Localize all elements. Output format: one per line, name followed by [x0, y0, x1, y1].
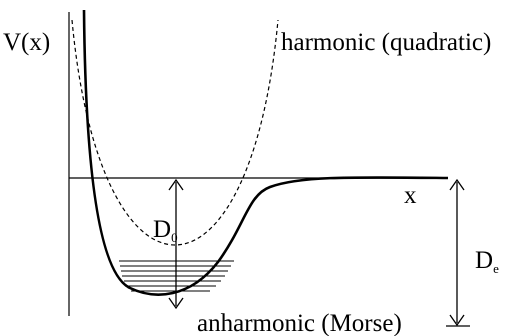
x-axis-label: x: [404, 182, 417, 209]
de-label: De: [475, 247, 499, 276]
d0-label-sub: 0: [171, 230, 178, 245]
d0-arrow: [168, 178, 184, 310]
d0-label-main: D: [153, 216, 171, 243]
d0-label: D0: [153, 216, 178, 245]
y-axis-label: V(x): [3, 29, 50, 56]
de-label-sub: e: [493, 261, 499, 276]
de-arrow: [446, 178, 470, 327]
harmonic-curve: [71, 19, 279, 246]
anharmonic-label: anharmonic (Morse): [197, 310, 402, 336]
morse-curve: [82, 9, 449, 296]
de-label-main: D: [475, 247, 493, 274]
harmonic-label: harmonic (quadratic): [281, 29, 491, 56]
